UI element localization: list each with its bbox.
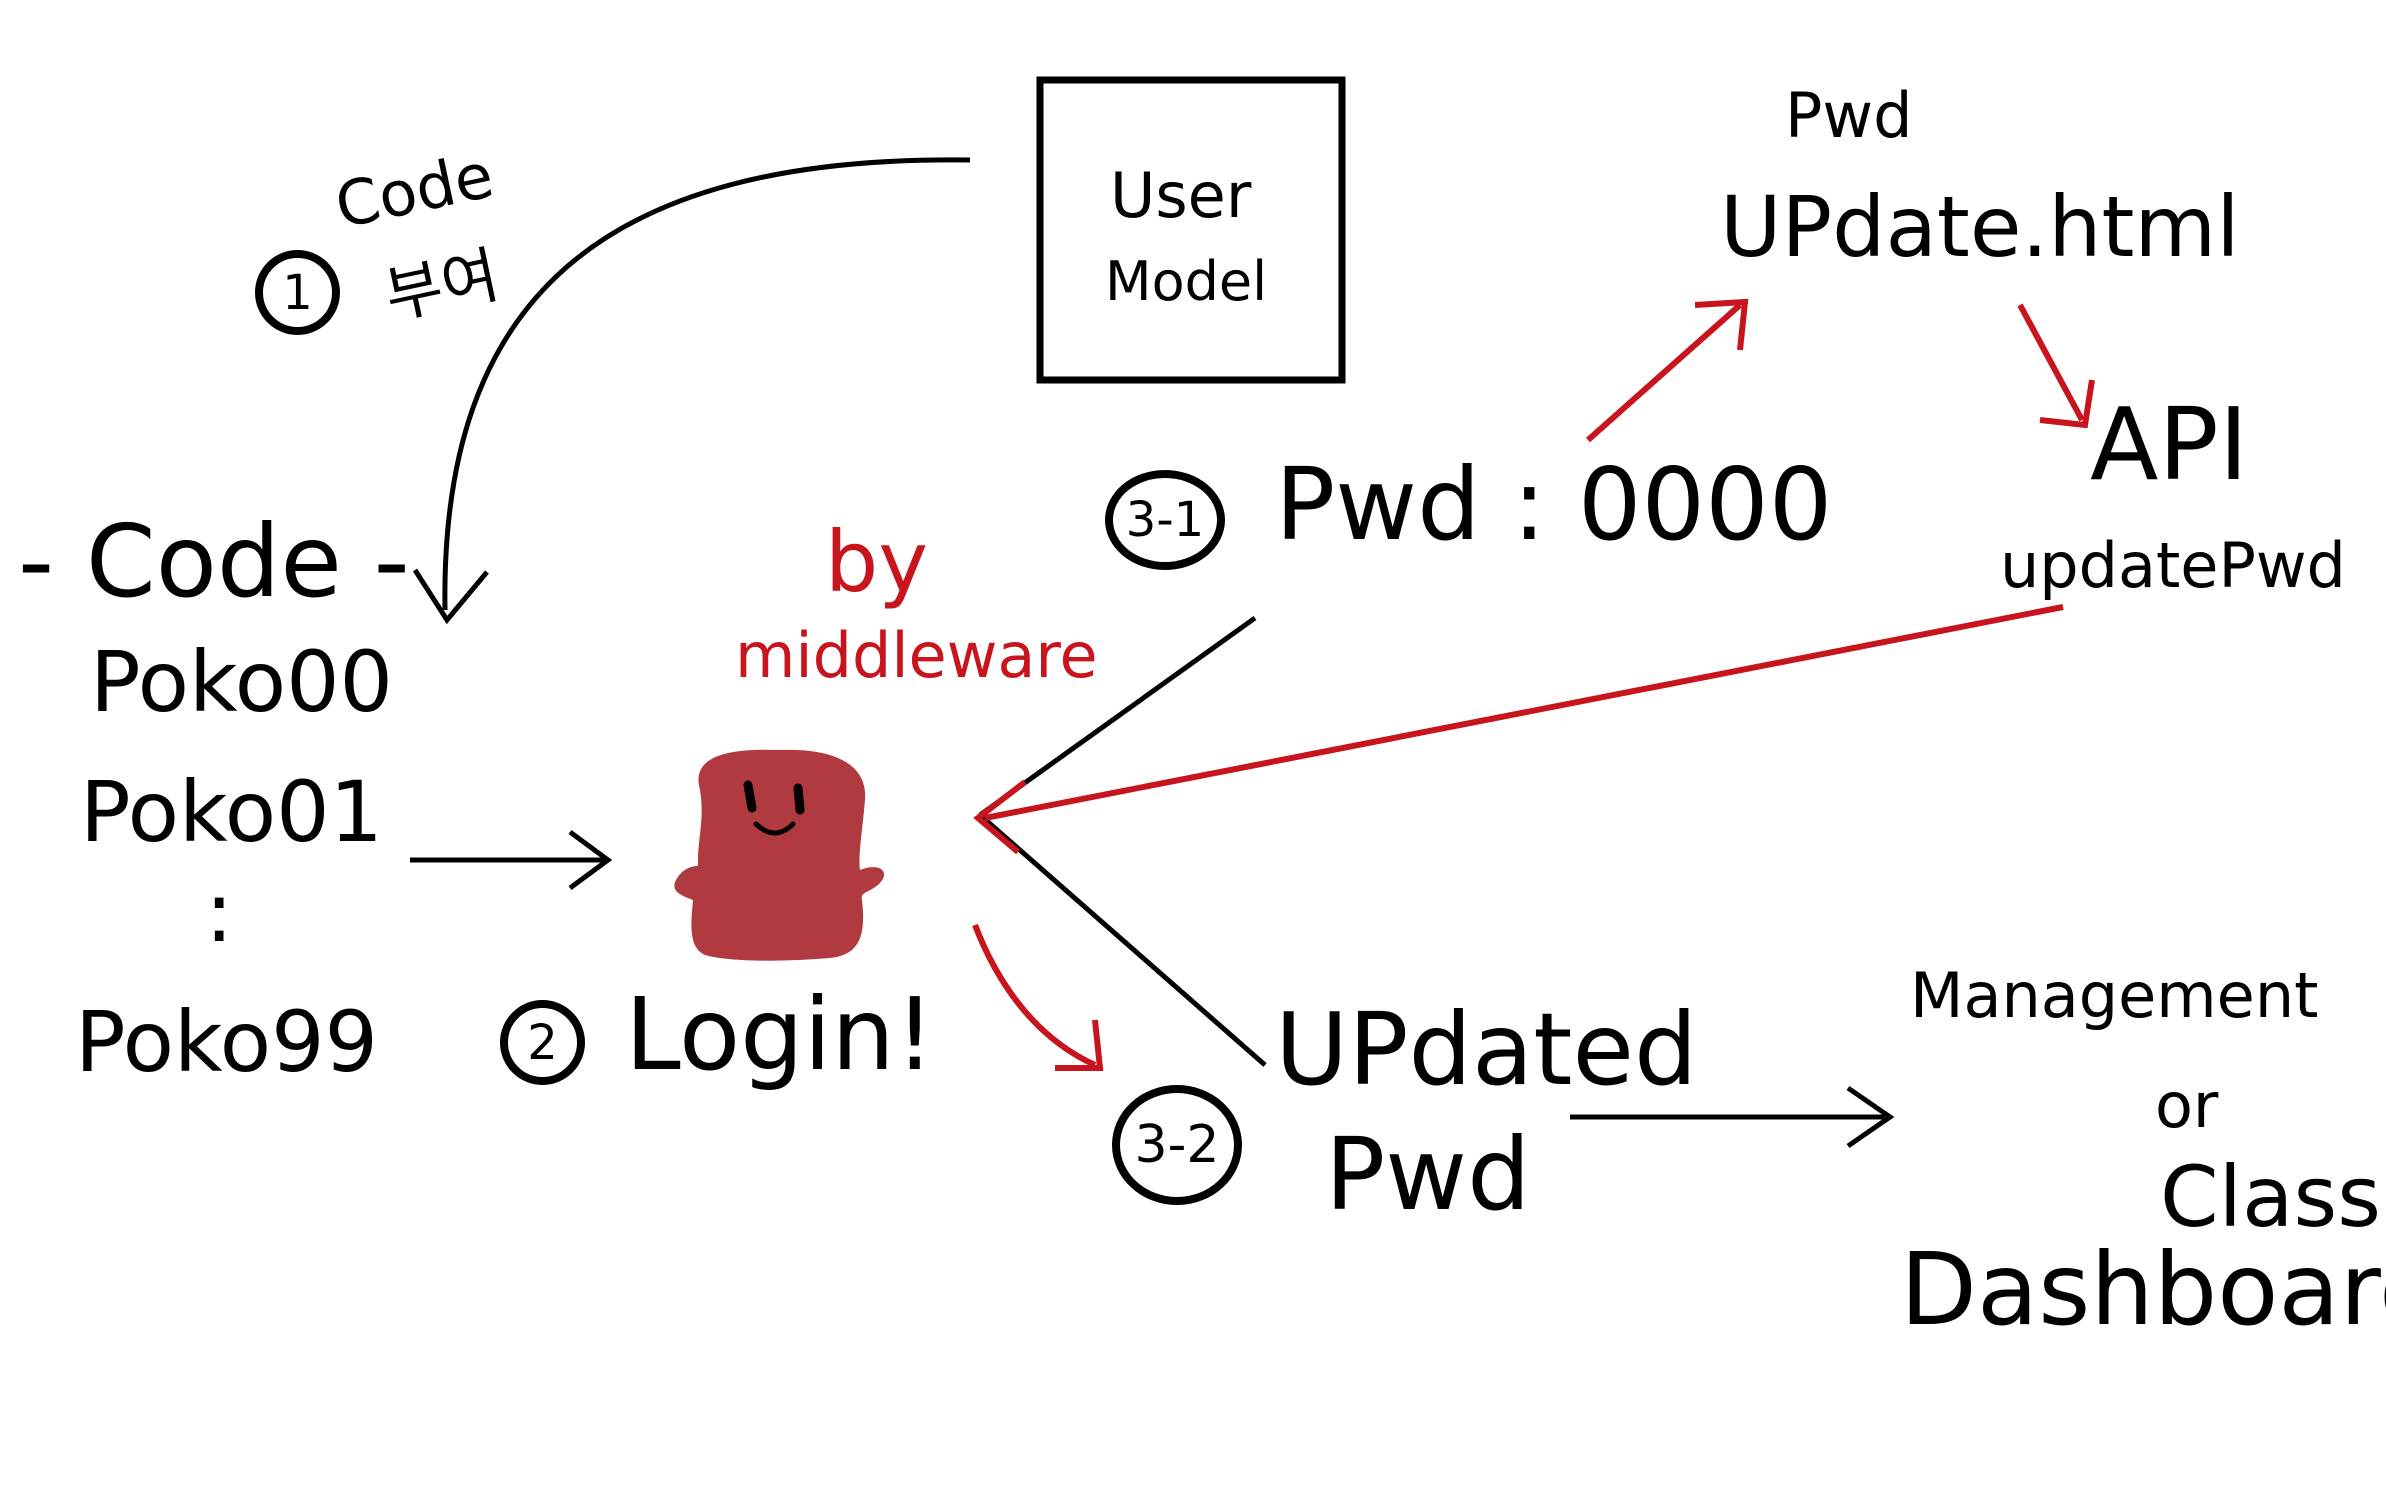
arrowhead-code (412, 568, 489, 625)
arrow-pwd-to-update-page (1586, 302, 1742, 443)
code-title: - Code - (18, 503, 410, 620)
step-3-2-label: UPdated (1275, 991, 1698, 1108)
dashboard-label: or (2155, 1069, 2219, 1142)
user-model-label: Model (1105, 250, 1268, 313)
step-3-2-badge: 3-2 (1112, 1085, 1242, 1205)
dashboard-label: Dashboard (1900, 1231, 2386, 1348)
pwd-update-page-label: UPdate.html (1720, 178, 2240, 276)
arrowhead-login-red (973, 779, 1027, 855)
api-label: API (2090, 386, 2249, 503)
arrowhead-login (568, 829, 613, 891)
step-3-1-badge: 3-1 (1105, 470, 1225, 570)
code-item: Poko00 (90, 633, 393, 731)
pwd-update-page-label: Pwd (1785, 79, 1913, 152)
code-ellipsis: : (205, 863, 234, 961)
code-item: Poko99 (75, 993, 378, 1091)
dashboard-label: Class (2160, 1148, 2381, 1246)
step-3-1-label: Pwd : 0000 (1275, 446, 1833, 563)
dashboard-label: Management (1910, 959, 2319, 1032)
user-model-box (1036, 76, 1346, 384)
arrow-user-model-to-code (442, 157, 971, 611)
api-label: updatePwd (2000, 529, 2346, 602)
arrow-api-to-login (984, 604, 2064, 821)
arrow-login-to-step3-2 (972, 923, 1097, 1068)
user-model-label: User (1110, 159, 1252, 232)
arrowhead-api (2039, 379, 2095, 429)
line-login-to-step3-2 (978, 813, 1267, 1067)
middleware-label: middleware (735, 619, 1098, 692)
step-2-badge: 2 (500, 1000, 585, 1085)
line-login-to-step3-1 (978, 615, 1257, 818)
step-1-badge: 1 (255, 250, 340, 335)
arrowhead-step3-2 (1055, 1019, 1104, 1071)
middleware-label: by (825, 513, 929, 611)
mascot-icon (674, 749, 885, 961)
arrowhead-update-page (1694, 298, 1749, 351)
step-2-label: Login! (625, 976, 935, 1093)
arrowhead-dashboard (1846, 1085, 1895, 1149)
code-item: Poko01 (80, 763, 383, 861)
arrow-update-page-to-api (2017, 303, 2085, 422)
step-3-2-label: Pwd (1325, 1116, 1531, 1233)
